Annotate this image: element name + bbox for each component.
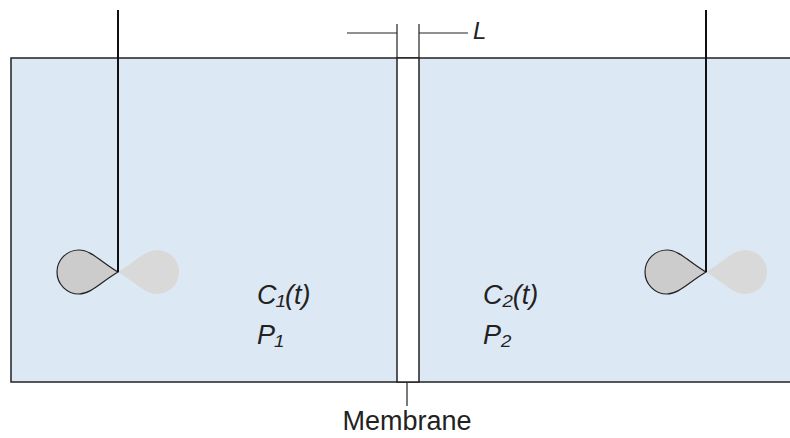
leader-line [406,383,407,406]
dimension-label: L [473,19,486,43]
tank-chamber: C₂(t) P₂ [420,59,789,381]
membrane [397,58,419,382]
tank [11,58,790,382]
part-label: Membrane [342,408,471,435]
concentration-label: C₂(t) [483,282,538,309]
concentration-label: C₁(t) [257,282,311,309]
stirrer [57,10,179,294]
stirrer [645,10,767,294]
tank-chamber: C₁(t) P₁ [12,59,396,381]
pressure-label: P₁ [257,322,284,349]
pressure-label: P₂ [483,322,511,349]
dimension-lines [347,24,468,58]
